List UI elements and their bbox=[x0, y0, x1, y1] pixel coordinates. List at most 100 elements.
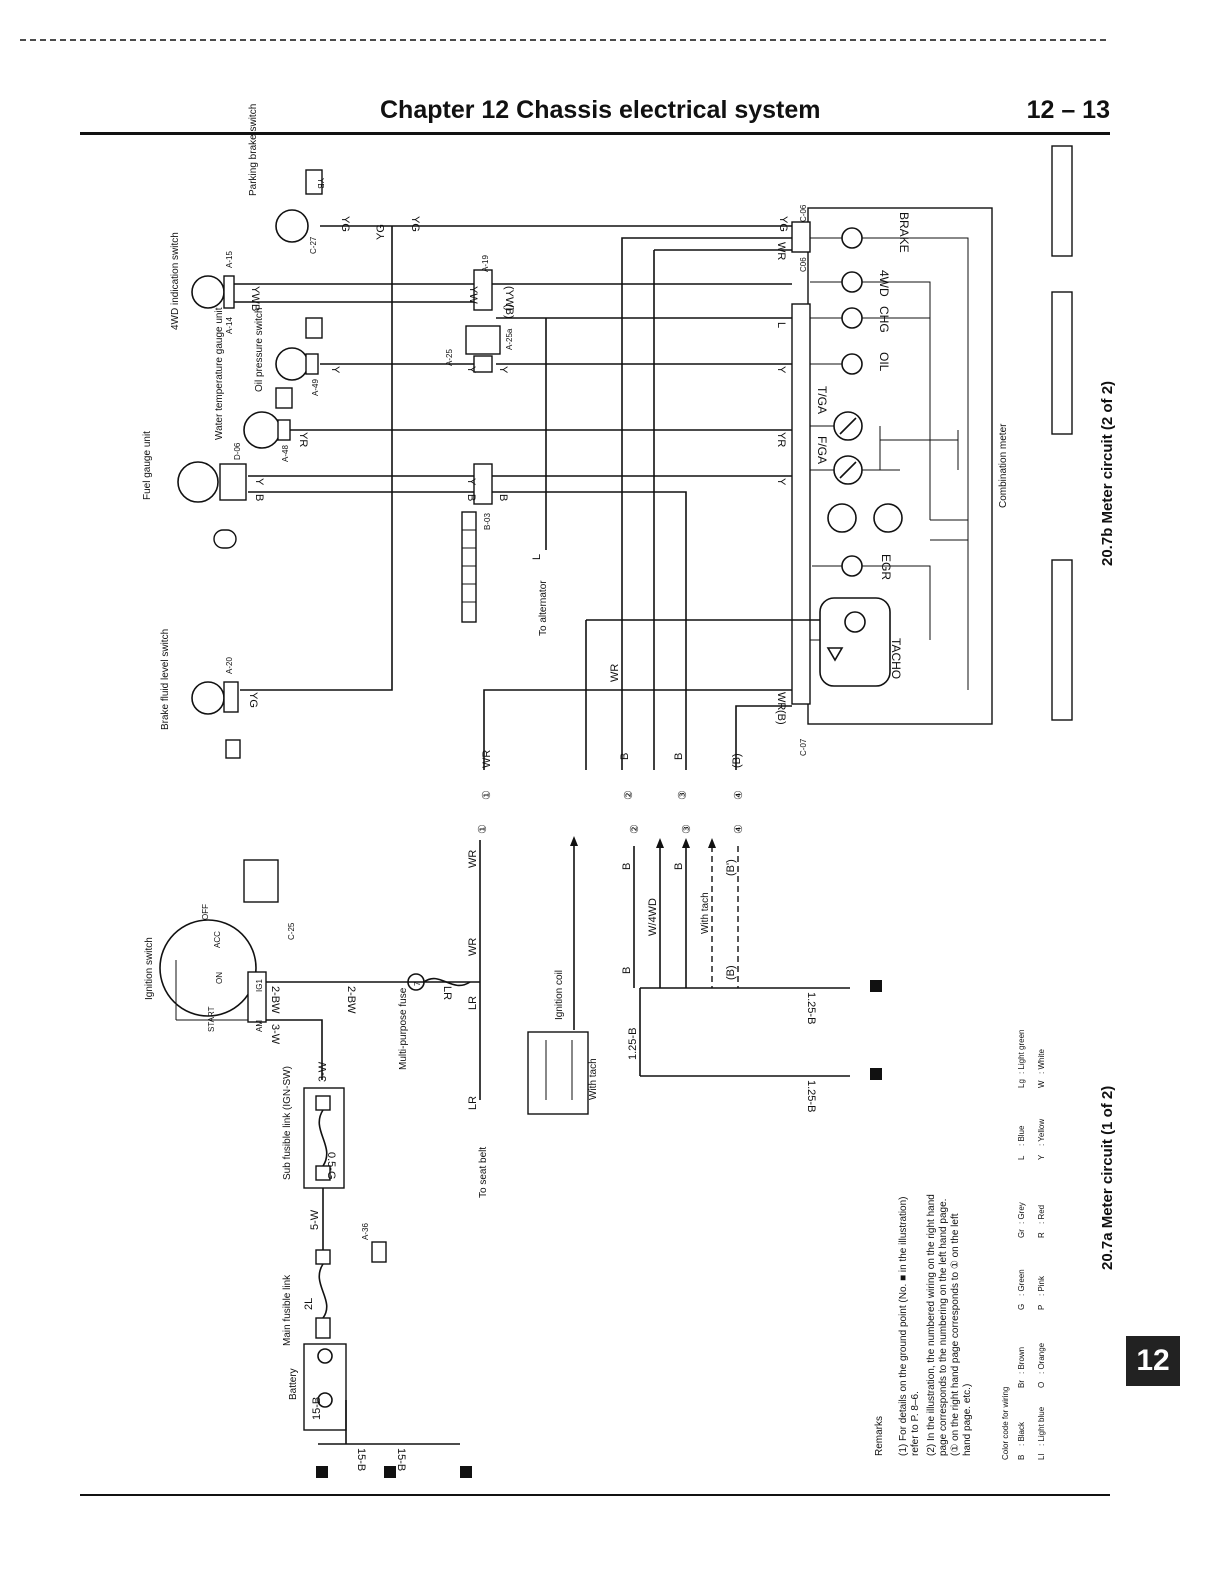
wl-15b-2: 15-B bbox=[355, 1448, 367, 1471]
connector-pin-diagram-2 bbox=[1051, 291, 1073, 435]
connector-c06-block-a bbox=[791, 221, 811, 253]
wl-yb: YB bbox=[316, 178, 325, 189]
wl-2bw-2: 2-BW bbox=[345, 986, 357, 1014]
label-a14: A-14 bbox=[225, 317, 234, 334]
wl-yg-1: YG bbox=[339, 216, 351, 232]
ignition-coil-icon bbox=[527, 1031, 589, 1115]
wl-yg-3: YG bbox=[777, 216, 789, 232]
color-code-entry: : Light blue bbox=[1037, 1406, 1046, 1446]
remarks-item2b: page corresponds to the numbering on the… bbox=[938, 1199, 949, 1456]
label-c06b: C06 bbox=[799, 257, 808, 272]
color-code-entry: B bbox=[1017, 1455, 1026, 1460]
wl-y-oil-4: Y bbox=[775, 366, 787, 374]
connector-a25a bbox=[465, 325, 501, 355]
page-number: 12 – 13 bbox=[1026, 96, 1110, 124]
wl-b-4wd: B bbox=[249, 304, 261, 311]
4wd-switch-icon bbox=[191, 275, 225, 309]
wl-lr-1: LR bbox=[441, 986, 453, 1000]
wl-15b-3: 15-B bbox=[395, 1448, 407, 1471]
meter-circuit-1: Ignition switch Multi-purpose fuse Sub f… bbox=[144, 824, 1116, 1478]
label-combination-meter: Combination meter bbox=[998, 423, 1009, 508]
out-b2: B bbox=[673, 753, 685, 760]
color-code-entry: : Orange bbox=[1037, 1342, 1046, 1374]
remarks-item1: (1) For details on the ground point (No.… bbox=[898, 1196, 909, 1456]
ignition-switch-terminals bbox=[247, 971, 267, 1023]
color-code-entry: Lg bbox=[1017, 1079, 1026, 1088]
ground-marker-4 bbox=[870, 980, 882, 992]
label-4wd-indication: 4WD indication switch bbox=[170, 232, 181, 330]
battery-icon bbox=[303, 1343, 347, 1431]
wl-b-paren-c07: (B) bbox=[775, 710, 787, 725]
wl-wr-1: WR bbox=[467, 938, 479, 956]
label-d06: D-06 bbox=[233, 442, 242, 460]
tacho-meter-icon bbox=[844, 611, 866, 633]
color-code-entry: : Yellow bbox=[1037, 1119, 1046, 1146]
wl-b-2: B bbox=[621, 863, 633, 870]
label-brake-fluid: Brake fluid level switch bbox=[160, 629, 171, 730]
label-brake: BRAKE bbox=[897, 212, 911, 253]
label-fga: F/GA bbox=[815, 436, 829, 464]
parking-brake-switch-icon bbox=[275, 209, 309, 243]
marker-r2: ② bbox=[623, 790, 635, 800]
connector-pin-diagram-3 bbox=[1051, 559, 1073, 721]
marker-r1: ① bbox=[481, 790, 493, 800]
diode-icon bbox=[826, 647, 844, 662]
connector-b03 bbox=[461, 511, 477, 623]
label-to-seat-belt: To seat belt bbox=[478, 1147, 489, 1198]
connector-pin-diagram-1 bbox=[1051, 145, 1073, 257]
tacho-unit-box bbox=[819, 597, 891, 687]
wl-yg-4: YG bbox=[375, 224, 387, 240]
wl-125b-1: 1.25-B bbox=[627, 1028, 639, 1060]
color-code-entry: : Red bbox=[1037, 1205, 1046, 1224]
wire-b-c06 bbox=[653, 249, 792, 770]
label-a36: A-36 bbox=[361, 1223, 370, 1240]
wire-b-fuel bbox=[248, 491, 687, 770]
wl-y-oil-1: Y bbox=[329, 366, 341, 374]
sw-off: OFF bbox=[201, 904, 210, 920]
wl-lr-3: LR bbox=[467, 1096, 479, 1110]
color-code-entry: : Pink bbox=[1037, 1275, 1046, 1296]
wl-l-alt: L bbox=[531, 554, 543, 560]
wl-bp2: (B') bbox=[725, 859, 737, 876]
color-code-entry: : Blue bbox=[1017, 1125, 1026, 1146]
wl-3w-1: 3-W bbox=[269, 1024, 281, 1045]
label-a15: A-15 bbox=[225, 251, 234, 268]
combination-meter-box bbox=[807, 207, 993, 725]
wire-b-dashed bbox=[711, 846, 739, 988]
page-header: Chapter 12 Chassis electrical system 12 … bbox=[80, 92, 1110, 135]
color-code-title: Color code for wiring bbox=[1001, 1387, 1010, 1460]
label-parking-brake: Parking brake switch bbox=[248, 104, 259, 196]
remarks-item2: (2) In the illustration, the numbered wi… bbox=[926, 1194, 937, 1456]
footer-rule bbox=[80, 1494, 1110, 1496]
wl-y-oil-3: Y bbox=[497, 366, 509, 374]
label-c27: C-27 bbox=[309, 236, 318, 254]
sw-am: AM bbox=[255, 1020, 264, 1032]
wl-yw-2: YW bbox=[467, 286, 479, 304]
wl-5w: 5-W bbox=[309, 1209, 321, 1230]
fuel-gauge-unit-icon bbox=[177, 461, 219, 503]
label-4wd: 4WD bbox=[877, 270, 891, 297]
color-code-entry: Y bbox=[1037, 1154, 1046, 1160]
label-a25a: A-25a bbox=[505, 328, 514, 350]
color-code-entry: : Light green bbox=[1017, 1030, 1026, 1074]
marker-l3: ③ bbox=[681, 824, 693, 834]
label-to-alternator: To alternator bbox=[538, 580, 549, 636]
water-temp-gauge-icon bbox=[243, 411, 281, 449]
label-tga: T/GA bbox=[815, 386, 829, 414]
wl-yw-1: YW bbox=[249, 286, 261, 304]
marker-r4: ④ bbox=[733, 790, 745, 800]
wl-wr-c06: WR bbox=[775, 242, 787, 260]
color-code-entry: : Green bbox=[1017, 1269, 1026, 1296]
color-code-entry: : White bbox=[1037, 1049, 1046, 1074]
connector-a25-pin bbox=[473, 355, 493, 373]
remarks-title: Remarks bbox=[874, 1416, 885, 1456]
label-tacho: TACHO bbox=[889, 638, 903, 679]
label-w4wd: W/4WD bbox=[647, 898, 659, 936]
marker-r3: ③ bbox=[677, 790, 689, 800]
wl-b-paren: (B) bbox=[503, 304, 515, 319]
wire-wr-out bbox=[483, 689, 792, 770]
label-battery: Battery bbox=[288, 1368, 299, 1400]
chapter-tab: 12 bbox=[1126, 1336, 1180, 1386]
color-code-entry: P bbox=[1037, 1305, 1046, 1310]
label-c06a: C-06 bbox=[799, 204, 808, 222]
